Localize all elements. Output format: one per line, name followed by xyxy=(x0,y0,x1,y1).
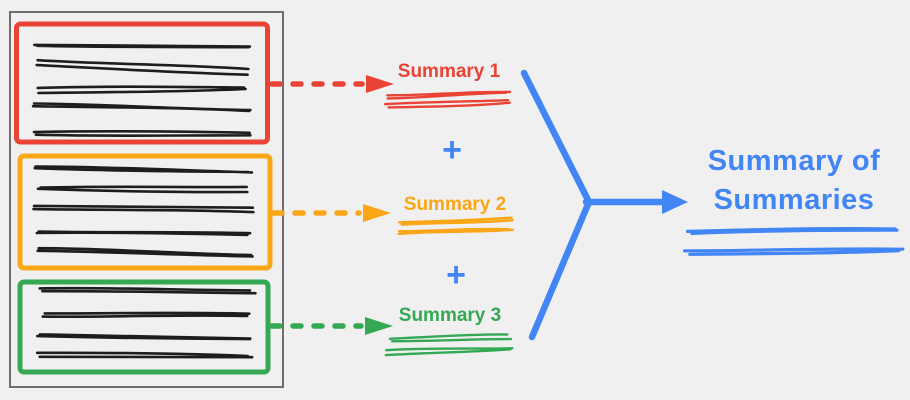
chunk-2-text-scribble xyxy=(33,165,254,174)
result-scribble xyxy=(683,247,905,256)
document-chunk-3 xyxy=(17,279,271,375)
summary-3-label: Summary 3 xyxy=(399,305,501,326)
chunk-1-text-scribble xyxy=(32,129,252,138)
chunk-3-to-summary-arrow xyxy=(269,317,393,335)
summary-3-scribble xyxy=(384,347,514,357)
chunk-1-to-summary-arrow xyxy=(269,75,394,93)
summary-3-scribble xyxy=(388,333,513,343)
summary-1: Summary 1 xyxy=(383,61,512,109)
arrowhead-icon xyxy=(366,75,394,93)
chunk-1-text-scribble xyxy=(31,102,252,113)
plus-operator-2: + xyxy=(446,256,466,294)
plus-operator-1: + xyxy=(442,131,462,169)
summary-2-scribble xyxy=(397,227,515,236)
document-chunk-2 xyxy=(17,153,273,271)
chunk-1-text-scribble xyxy=(36,85,247,95)
chunk-2-text-scribble xyxy=(36,246,254,258)
summary-2-scribble xyxy=(398,216,514,226)
summary-of-summaries: Summary of Summaries xyxy=(683,145,905,256)
summary-1-label: Summary 1 xyxy=(398,61,501,82)
chunk-2-text-scribble xyxy=(36,185,249,194)
summary-1-scribble xyxy=(386,90,512,100)
summary-3: Summary 3 xyxy=(384,305,514,357)
chunk-2-border xyxy=(17,153,273,271)
summary-1-scribble xyxy=(383,99,511,109)
chunk-3-border xyxy=(17,279,271,375)
result-title-line-1: Summary of xyxy=(708,145,881,177)
merge-arrow-lines xyxy=(520,69,668,341)
summary-2: Summary 2 xyxy=(397,194,515,236)
arrowhead-icon xyxy=(365,317,393,335)
chunk-2-text-scribble xyxy=(35,230,252,237)
summary-2-label: Summary 2 xyxy=(404,194,506,215)
arrowhead-icon xyxy=(662,190,688,214)
chunk-3-text-scribble xyxy=(41,311,251,319)
arrowhead-icon xyxy=(363,204,391,222)
result-scribble xyxy=(685,227,899,235)
chunk-3-text-scribble xyxy=(36,333,252,341)
document-chunk-1 xyxy=(14,21,270,145)
document-outline xyxy=(9,11,284,388)
merge-arrow xyxy=(520,69,688,341)
chunk-1-text-scribble xyxy=(35,58,250,76)
chunk-1-text-scribble xyxy=(33,43,252,49)
chunk-1-border xyxy=(14,21,270,145)
chunk-2-to-summary-arrow xyxy=(271,204,391,222)
result-title-line-2: Summaries xyxy=(714,184,875,216)
chunk-3-text-scribble xyxy=(38,286,257,295)
chunk-3-text-scribble xyxy=(35,351,254,359)
chunk-2-text-scribble xyxy=(32,204,255,214)
